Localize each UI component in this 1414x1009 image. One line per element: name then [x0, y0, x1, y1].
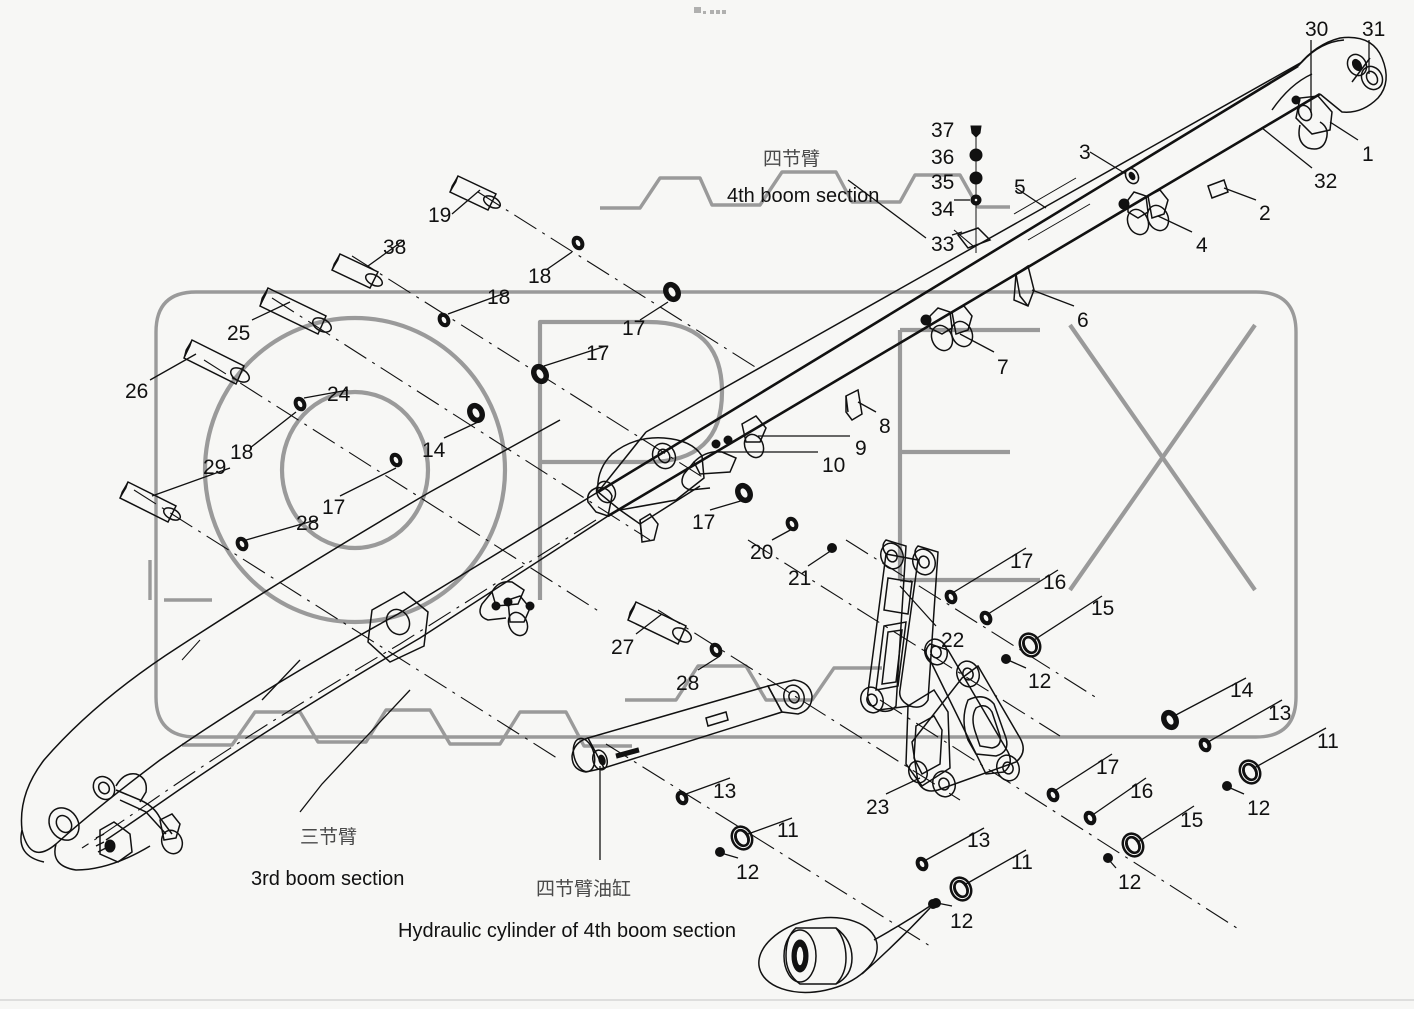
callout-21: 21: [788, 567, 812, 590]
watermark: [148, 170, 1298, 748]
callout-13: 13: [1268, 702, 1292, 725]
callout-15: 15: [1091, 597, 1115, 620]
pin-38: [330, 253, 384, 289]
callout-16: 16: [1043, 571, 1067, 594]
callout-31: 31: [1362, 18, 1386, 41]
callout-13: 13: [713, 780, 737, 803]
callout-17: 17: [622, 317, 646, 340]
washers-group: [233, 233, 1267, 908]
linkage-23: [905, 638, 1024, 798]
callout-7: 7: [997, 356, 1009, 379]
pins-group: [118, 175, 693, 646]
pin-27: [627, 600, 693, 646]
callout-17: 17: [692, 511, 716, 534]
section-label-en-boom4: 4th boom section: [727, 185, 880, 207]
callout-25: 25: [227, 322, 251, 345]
callout-18: 18: [230, 441, 254, 464]
callout-24: 24: [327, 383, 351, 406]
callout-2: 2: [1259, 202, 1271, 225]
callout-18: 18: [487, 286, 511, 309]
callout-32: 32: [1314, 170, 1338, 193]
callout-30: 30: [1305, 18, 1329, 41]
section-label-en-boom3: 3rd boom section: [251, 868, 405, 890]
header-mark: [694, 7, 726, 14]
callout-12: 12: [736, 861, 760, 884]
callout-34: 34: [931, 198, 955, 221]
detail-balloon: [758, 899, 938, 994]
callout-12: 12: [1118, 871, 1142, 894]
callout-16: 16: [1130, 780, 1154, 803]
callout-33: 33: [931, 233, 955, 256]
callout-20: 20: [750, 541, 774, 564]
section-label-en-cyl4: Hydraulic cylinder of 4th boom section: [398, 920, 736, 942]
callout-23: 23: [866, 796, 890, 819]
pin-26: [183, 338, 251, 386]
section-label-cn-cyl4: 四节臂油缸: [536, 878, 632, 900]
callout-35: 35: [931, 171, 955, 194]
callout-12: 12: [1247, 797, 1271, 820]
callout-10: 10: [822, 454, 846, 477]
callout-28: 28: [296, 512, 320, 535]
callout-28: 28: [676, 672, 700, 695]
linkage-22: [859, 539, 939, 714]
callout-14: 14: [1230, 679, 1254, 702]
callout-4: 4: [1196, 234, 1208, 257]
callout-27: 27: [611, 636, 635, 659]
callout-15: 15: [1180, 809, 1204, 832]
callout-11: 11: [1011, 851, 1033, 874]
callout-1: 1: [1362, 143, 1374, 166]
callout-9: 9: [855, 437, 867, 460]
callout-17: 17: [322, 496, 346, 519]
callout-12: 12: [1028, 670, 1052, 693]
callout-17: 17: [586, 342, 610, 365]
pin-19: [448, 175, 502, 211]
callout-29: 29: [203, 456, 227, 479]
boom-3rd-section: [20, 419, 609, 871]
callout-11: 11: [777, 819, 799, 842]
section-label-cn-boom3: 三节臂: [300, 826, 358, 848]
pin-25: [259, 286, 333, 336]
callout-6: 6: [1077, 309, 1089, 332]
callout-17: 17: [1096, 756, 1120, 779]
callout-17: 17: [1010, 550, 1034, 573]
callout-26: 26: [125, 380, 149, 403]
callout-14: 14: [422, 439, 446, 462]
callout-37: 37: [931, 119, 955, 142]
callout-12: 12: [950, 910, 974, 933]
callout-18: 18: [528, 265, 552, 288]
callout-8: 8: [879, 415, 891, 438]
leader-lines: [149, 40, 1370, 907]
boom-4th-section: [586, 36, 1387, 543]
callout-22: 22: [941, 629, 965, 652]
callout-11: 11: [1317, 730, 1339, 753]
pin-29: [118, 480, 182, 524]
callout-3: 3: [1079, 141, 1091, 164]
hydraulic-cylinder-4th: [571, 679, 813, 773]
callout-36: 36: [931, 146, 955, 169]
bolt-stack-33-37: [951, 125, 992, 253]
callout-19: 19: [428, 204, 452, 227]
callout-38: 38: [383, 236, 407, 259]
section-label-cn-boom4: 四节臂: [763, 148, 821, 170]
callout-13: 13: [967, 829, 991, 852]
callout-5: 5: [1014, 176, 1026, 199]
